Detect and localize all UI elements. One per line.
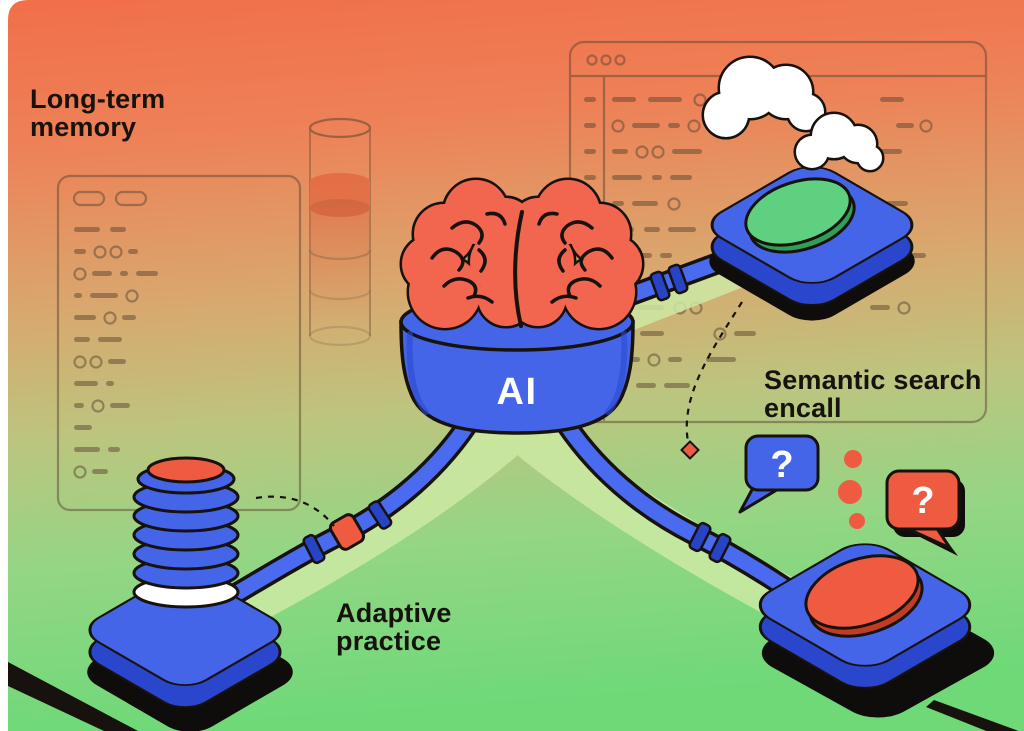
question-mark-blue: ? (770, 444, 793, 486)
beaker-icon (308, 117, 372, 347)
coil-stack-platform (87, 456, 293, 731)
code-panel-left (56, 174, 302, 512)
label-semantic-search: Semantic search encall (764, 365, 982, 423)
coral-coupler (328, 513, 366, 551)
svg-text:encall: encall (764, 393, 842, 423)
coral-button-platform (758, 543, 995, 718)
svg-text:Long-term: Long-term (30, 84, 165, 114)
svg-text:Adaptive: Adaptive (336, 598, 452, 628)
pipe-couplers (302, 263, 732, 565)
svg-text:Semantic search: Semantic search (764, 365, 982, 395)
label-adaptive-practice: Adaptive practice (336, 598, 452, 656)
ai-core-label: AI (497, 371, 538, 413)
green-button-platform (709, 166, 915, 321)
question-mark-red: ? (911, 480, 934, 522)
label-long-term-memory: Long-term memory (30, 84, 165, 142)
floor-lines (8, 662, 1019, 731)
cloud-icon (701, 55, 827, 140)
dashed-connectors (255, 301, 743, 527)
svg-text:memory: memory (30, 112, 136, 142)
cloud-small-icon (793, 111, 885, 173)
svg-text:practice: practice (336, 626, 441, 656)
coral-marker (680, 440, 700, 460)
chat-bubble-red-icon: ? (885, 469, 965, 556)
chat-bubble-blue-icon: ? (738, 434, 820, 514)
brain-icon (399, 177, 645, 331)
ellipsis-dots (838, 450, 865, 529)
